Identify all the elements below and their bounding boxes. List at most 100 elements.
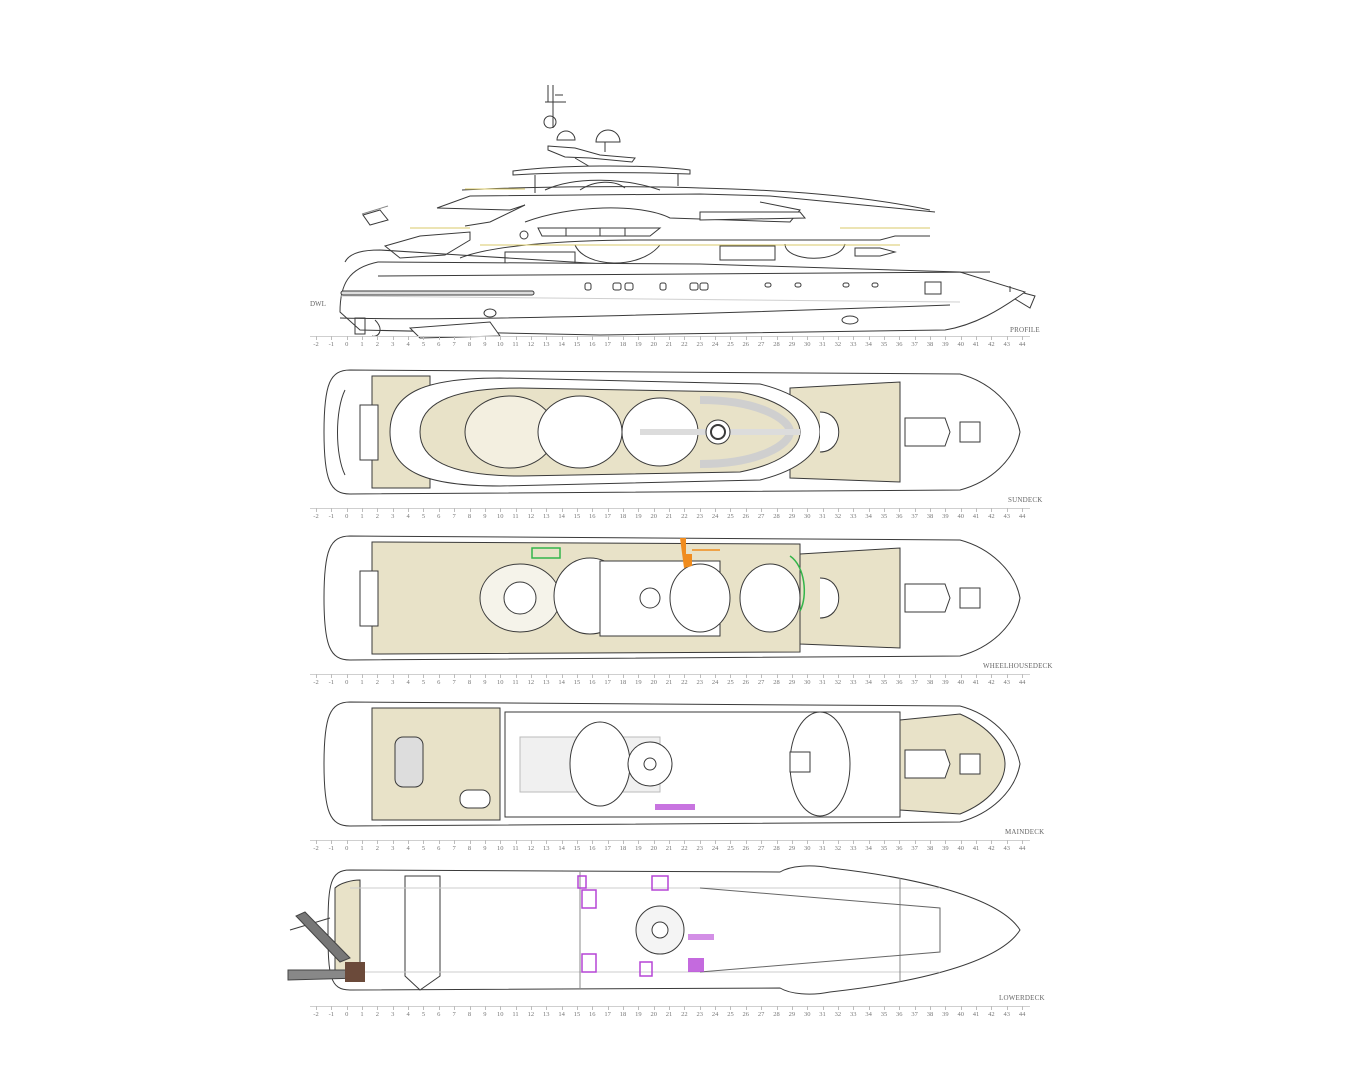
- scale-tick-label: 29: [788, 513, 796, 520]
- scale-tick-label: 27: [757, 679, 765, 686]
- scale-tick-label: 0: [345, 513, 349, 520]
- lowerdeck-drawing: [287, 865, 1021, 995]
- scale-tick-label: 43: [1003, 341, 1011, 348]
- scale-tick: [1022, 1006, 1024, 1010]
- scale-tick: [362, 508, 364, 512]
- scale-tick: [484, 336, 486, 340]
- scale-tick: [346, 1006, 348, 1010]
- scale-tick-label: 23: [696, 1011, 704, 1018]
- scale-tick-label: 25: [727, 513, 734, 520]
- scale-tick-label: 30: [803, 513, 811, 520]
- scale-tick-label: 42: [988, 341, 995, 348]
- scale-tick-label: 12: [527, 679, 535, 686]
- scale-tick: [914, 1006, 916, 1010]
- scale-tick: [546, 508, 548, 512]
- scale-tick: [853, 840, 855, 844]
- scale-tick-label: 42: [988, 1011, 995, 1018]
- scale-tick-label: 43: [1003, 513, 1011, 520]
- scale-tick: [438, 336, 440, 340]
- scale-tick: [592, 1006, 594, 1010]
- scale-tick-label: -1: [328, 513, 335, 520]
- scale-tick-label: 43: [1003, 1011, 1011, 1018]
- scale-tick: [991, 840, 993, 844]
- scale-tick: [423, 508, 425, 512]
- scale-tick-label: 29: [788, 1011, 796, 1018]
- scale-tick: [930, 336, 931, 340]
- scale-tick-label: 34: [865, 679, 872, 686]
- sundeck-drawing: [323, 369, 1021, 495]
- scale-tick-label: 26: [742, 341, 750, 348]
- scale-tick-label: 10: [496, 1011, 504, 1018]
- scale-tick: [500, 336, 502, 340]
- scale-tick-label: 26: [742, 679, 750, 686]
- scale-tick: [576, 674, 578, 678]
- scale-tick: [883, 336, 885, 340]
- scale-tick: [331, 508, 333, 512]
- scale-tick: [945, 508, 947, 512]
- scale-tick-label: 18: [619, 845, 627, 852]
- scale-tick: [699, 674, 701, 678]
- scale-tick-label: 33: [850, 341, 857, 348]
- scale-tick-label: 38: [926, 679, 934, 686]
- scale-tick-label: 14: [558, 513, 565, 520]
- scale-tick-label: 9: [483, 1011, 487, 1018]
- scale-tick: [331, 840, 333, 844]
- scale-tick: [868, 336, 870, 340]
- scale-tick-label: 9: [483, 845, 487, 852]
- scale-tick-label: 22: [681, 845, 688, 852]
- scale-tick: [745, 508, 747, 512]
- scale-tick-label: 26: [742, 513, 750, 520]
- scale-tick: [883, 1006, 885, 1010]
- scale-tick: [377, 508, 379, 512]
- scale-tick-label: 2: [375, 341, 380, 348]
- scale-tick-label: 1: [360, 341, 364, 348]
- scale-tick: [837, 674, 839, 678]
- scale-tick-label: 19: [635, 845, 642, 852]
- scale-tick-label: 0: [345, 341, 349, 348]
- scale-tick: [960, 840, 962, 844]
- scale-tick-label: 35: [880, 513, 888, 520]
- scale-tick-label: 20: [650, 341, 657, 348]
- scale-tick: [730, 336, 732, 340]
- scale-tick-label: 36: [896, 341, 903, 348]
- scale-tick-label: 44: [1018, 1011, 1026, 1018]
- scale-tick-label: 14: [558, 679, 565, 686]
- scale-tick: [484, 508, 486, 512]
- scale-tick: [699, 336, 701, 340]
- scale-tick-label: 27: [757, 341, 765, 348]
- scale-tick-label: 0: [345, 845, 349, 852]
- scale-tick: [776, 1006, 778, 1010]
- scale-tick-label: 23: [696, 513, 704, 520]
- scale-tick-label: 39: [942, 341, 949, 348]
- scale-tick: [715, 840, 717, 844]
- scale-tick: [853, 674, 855, 678]
- scale-tick-label: 37: [911, 845, 918, 852]
- scale-tick: [730, 674, 732, 678]
- scale-tick-label: 33: [850, 513, 857, 520]
- scale-tick-label: 26: [742, 845, 750, 852]
- scale-tick-label: 36: [896, 1011, 903, 1018]
- scale-tick: [930, 840, 931, 844]
- scale-tick: [883, 508, 885, 512]
- scale-tick-label: 34: [865, 845, 872, 852]
- scale-tick-label: 20: [650, 1011, 657, 1018]
- scale-tick: [1022, 336, 1024, 340]
- scale-tick-label: 20: [650, 513, 657, 520]
- scale-tick-label: 2: [375, 1011, 380, 1018]
- scale-tick-label: 10: [496, 513, 504, 520]
- scale-tick: [1006, 1006, 1008, 1010]
- scale-tick: [592, 508, 594, 512]
- scale-tick: [408, 508, 410, 512]
- scale-tick: [438, 1006, 440, 1010]
- scale-tick: [715, 1006, 717, 1010]
- scale-tick: [592, 336, 594, 340]
- scale-tick: [500, 1006, 502, 1010]
- scale-tick-label: 7: [452, 679, 456, 686]
- scale-tick: [684, 508, 686, 512]
- scale-tick: [592, 840, 594, 844]
- scale-tick-label: 8: [467, 341, 472, 348]
- scale-tick: [745, 336, 747, 340]
- scale-tick: [791, 508, 793, 512]
